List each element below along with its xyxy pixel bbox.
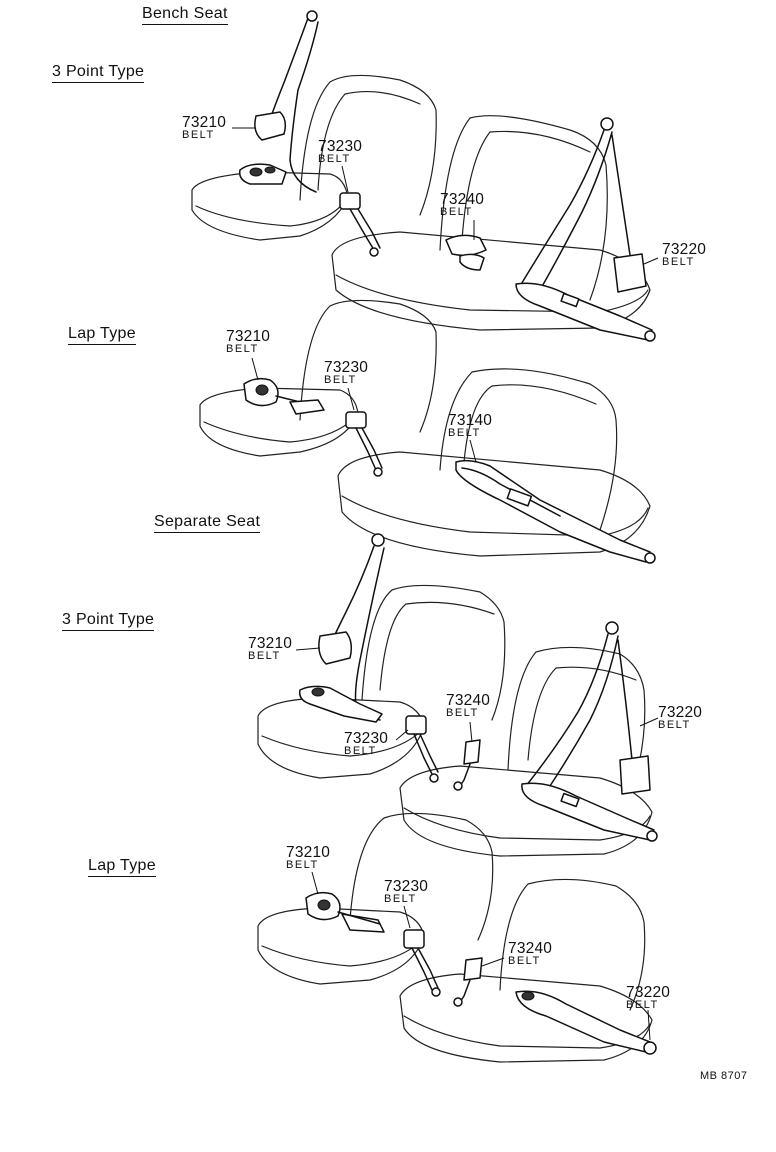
part-number: 73230: [344, 730, 389, 747]
part-number: 73230: [384, 878, 429, 895]
heading-lap-type-separate: Lap Type: [88, 858, 156, 877]
part-label: 73240 BELT: [508, 940, 553, 968]
part-number: 73220: [626, 984, 671, 1001]
part-name: BELT: [286, 859, 319, 871]
panel-separate-lap: [257, 812, 657, 1063]
part-name: BELT: [658, 719, 691, 731]
part-number: 73230: [318, 138, 363, 155]
heading-bench-seat: Bench Seat: [142, 6, 228, 25]
part-number: 73210: [286, 844, 331, 861]
part-label: 73210 BELT: [248, 635, 293, 663]
part-number: 73240: [508, 940, 553, 957]
part-number: 73210: [248, 635, 293, 652]
panel-bench-3point: [191, 10, 659, 342]
part-number: 73220: [658, 704, 703, 721]
part-name: BELT: [446, 707, 479, 719]
heading-lap-type: Lap Type: [68, 326, 136, 345]
part-number: 73240: [446, 692, 491, 709]
part-label: 73140 BELT: [448, 412, 493, 440]
part-label: 73240 BELT: [446, 692, 491, 720]
part-label: 73210 BELT: [286, 844, 331, 872]
part-name: BELT: [324, 374, 357, 386]
heading-3-point-type: 3 Point Type: [52, 64, 145, 83]
panel-separate-3point: [257, 533, 659, 857]
reference-code: MB 8707: [700, 1070, 748, 1082]
part-label: 73220 BELT: [626, 984, 671, 1012]
part-label: 73230 BELT: [318, 138, 363, 166]
part-name: BELT: [182, 129, 215, 141]
part-label: 73210 BELT: [182, 114, 227, 142]
part-name: BELT: [226, 343, 259, 355]
part-label: 73210 BELT: [226, 328, 271, 356]
part-name: BELT: [384, 893, 417, 905]
part-label: 73230 BELT: [324, 359, 369, 387]
part-name: BELT: [448, 427, 481, 439]
part-name: BELT: [344, 745, 377, 757]
part-label: 73230 BELT: [344, 730, 389, 758]
part-number: 73210: [182, 114, 227, 131]
heading-separate-seat: Separate Seat: [154, 514, 261, 533]
part-number: 73140: [448, 412, 493, 429]
part-label: 73230 BELT: [384, 878, 429, 906]
part-name: BELT: [508, 955, 541, 967]
part-number: 73230: [324, 359, 369, 376]
part-name: BELT: [318, 153, 351, 165]
part-name: BELT: [248, 650, 281, 662]
part-number: 73220: [662, 241, 707, 258]
part-number: 73240: [440, 191, 485, 208]
part-name: BELT: [626, 999, 659, 1011]
panel-bench-lap: [199, 299, 656, 564]
part-name: BELT: [662, 256, 695, 268]
heading-3-point-type-separate: 3 Point Type: [62, 612, 155, 631]
part-label: 73240 BELT: [440, 191, 485, 219]
part-number: 73210: [226, 328, 271, 345]
part-name: BELT: [440, 206, 473, 218]
part-label: 73220 BELT: [658, 704, 703, 732]
part-label: 73220 BELT: [662, 241, 707, 269]
